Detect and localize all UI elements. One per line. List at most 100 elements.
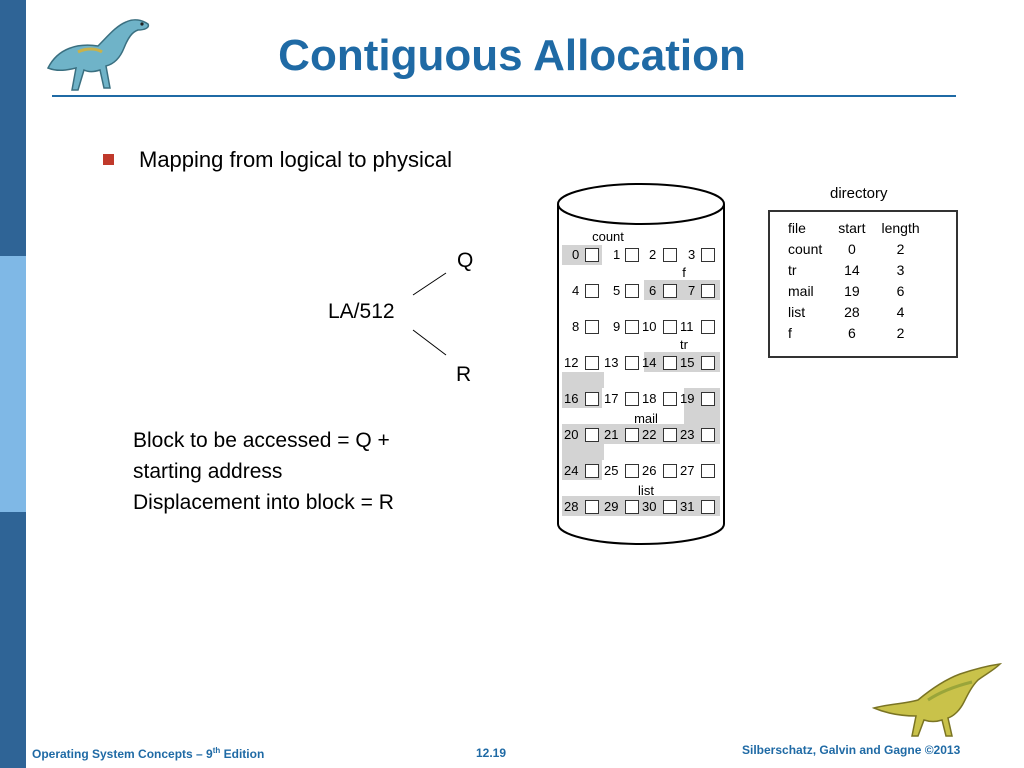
block-20-label: 20	[564, 427, 579, 442]
cell-file: f	[788, 325, 792, 341]
block-5	[625, 284, 639, 298]
block-3	[701, 248, 715, 262]
la-label: LA/512	[328, 300, 395, 323]
block-12	[585, 356, 599, 370]
label-f: f	[682, 265, 686, 280]
block-10-label: 10	[642, 319, 657, 334]
cell-length: 2	[896, 325, 905, 341]
block-31-label: 31	[680, 499, 695, 514]
cell-file: count	[788, 241, 823, 257]
block-10	[663, 320, 677, 334]
block-7	[701, 284, 715, 298]
slide-title: Contiguous Allocation	[278, 31, 746, 80]
block-16	[585, 392, 599, 406]
disk-cylinder: count f tr mail list 0 1 2 3 4 5 6 7 8 9…	[556, 182, 726, 546]
cell-file: tr	[788, 262, 797, 278]
note-line-2: starting address	[133, 460, 283, 483]
block-8-label: 8	[572, 319, 580, 334]
cell-length: 4	[896, 304, 905, 320]
block-1	[625, 248, 639, 262]
block-12-label: 12	[564, 355, 579, 370]
dinosaur-logo-bottom	[871, 662, 1003, 737]
cell-length: 3	[896, 262, 905, 278]
shade-mail-wrap2	[562, 444, 604, 460]
label-mail: mail	[634, 411, 658, 426]
bullet-text: Mapping from logical to physical	[139, 147, 453, 172]
page-number: 12.19	[476, 746, 507, 760]
block-3-label: 3	[688, 247, 696, 262]
block-13	[625, 356, 639, 370]
table-row: list 28 4	[780, 302, 928, 323]
cell-start: 14	[844, 262, 860, 278]
block-20	[585, 428, 599, 442]
r-label: R	[456, 363, 472, 386]
cell-start: 19	[844, 283, 860, 299]
cell-start: 6	[847, 325, 856, 341]
col-header-length: length	[881, 220, 920, 236]
block-23	[701, 428, 715, 442]
footer-copyright: Silberschatz, Galvin and Gagne ©2013	[742, 743, 961, 757]
shade-tr-wrap	[562, 372, 604, 388]
col-header-start: start	[838, 220, 866, 236]
table-row: mail 19 6	[780, 281, 928, 302]
block-9-label: 9	[613, 319, 621, 334]
block-30-label: 30	[642, 499, 657, 514]
q-label: Q	[457, 249, 474, 272]
block-14-label: 14	[642, 355, 657, 370]
block-16-label: 16	[564, 391, 579, 406]
block-6-label: 6	[649, 283, 657, 298]
footer-book-title: Operating System Concepts – 9th Edition	[32, 746, 264, 761]
block-14	[663, 356, 677, 370]
block-1-label: 1	[613, 247, 621, 262]
block-17-label: 17	[604, 391, 619, 406]
block-26-label: 26	[642, 463, 657, 478]
block-29-label: 29	[604, 499, 619, 514]
block-27-label: 27	[680, 463, 695, 478]
col-header-file: file	[788, 220, 806, 236]
table-row: count 0 2	[780, 239, 928, 260]
block-11-label: 11	[680, 319, 694, 334]
dinosaur-logo	[46, 19, 150, 91]
label-list: list	[638, 483, 654, 498]
block-0	[585, 248, 599, 262]
directory-title: directory	[830, 185, 888, 202]
block-28	[585, 500, 599, 514]
block-24-label: 24	[564, 463, 579, 478]
block-18	[663, 392, 677, 406]
cell-start: 0	[847, 241, 856, 257]
block-26	[663, 464, 677, 478]
block-15-label: 15	[680, 355, 695, 370]
block-8	[585, 320, 599, 334]
block-13-label: 13	[604, 355, 619, 370]
block-23-label: 23	[680, 427, 695, 442]
block-4	[585, 284, 599, 298]
block-24	[585, 464, 599, 478]
directory-table: file start length count 0 2 tr 14 3 mail…	[780, 218, 928, 344]
bullet-marker	[103, 154, 114, 165]
cell-start: 28	[844, 304, 860, 320]
block-9	[625, 320, 639, 334]
block-2	[663, 248, 677, 262]
block-25-label: 25	[604, 463, 619, 478]
footer-book-suffix: Edition	[220, 747, 265, 761]
label-tr: tr	[680, 337, 688, 352]
block-15	[701, 356, 715, 370]
block-21	[625, 428, 639, 442]
block-2-label: 2	[649, 247, 657, 262]
title-divider	[52, 95, 956, 97]
shade-list-row	[562, 496, 720, 516]
block-27	[701, 464, 715, 478]
block-19	[701, 392, 715, 406]
directory-header-row: file start length	[780, 218, 928, 239]
block-6	[663, 284, 677, 298]
block-5-label: 5	[613, 283, 621, 298]
footer-book-prefix: Operating System Concepts – 9	[32, 747, 213, 761]
block-19-label: 19	[680, 391, 695, 406]
cell-file: list	[788, 304, 806, 320]
table-row: f 6 2	[780, 323, 928, 344]
block-30	[663, 500, 677, 514]
cell-file: mail	[788, 283, 814, 299]
split-lines	[412, 272, 447, 356]
block-31	[701, 500, 715, 514]
block-22	[663, 428, 677, 442]
